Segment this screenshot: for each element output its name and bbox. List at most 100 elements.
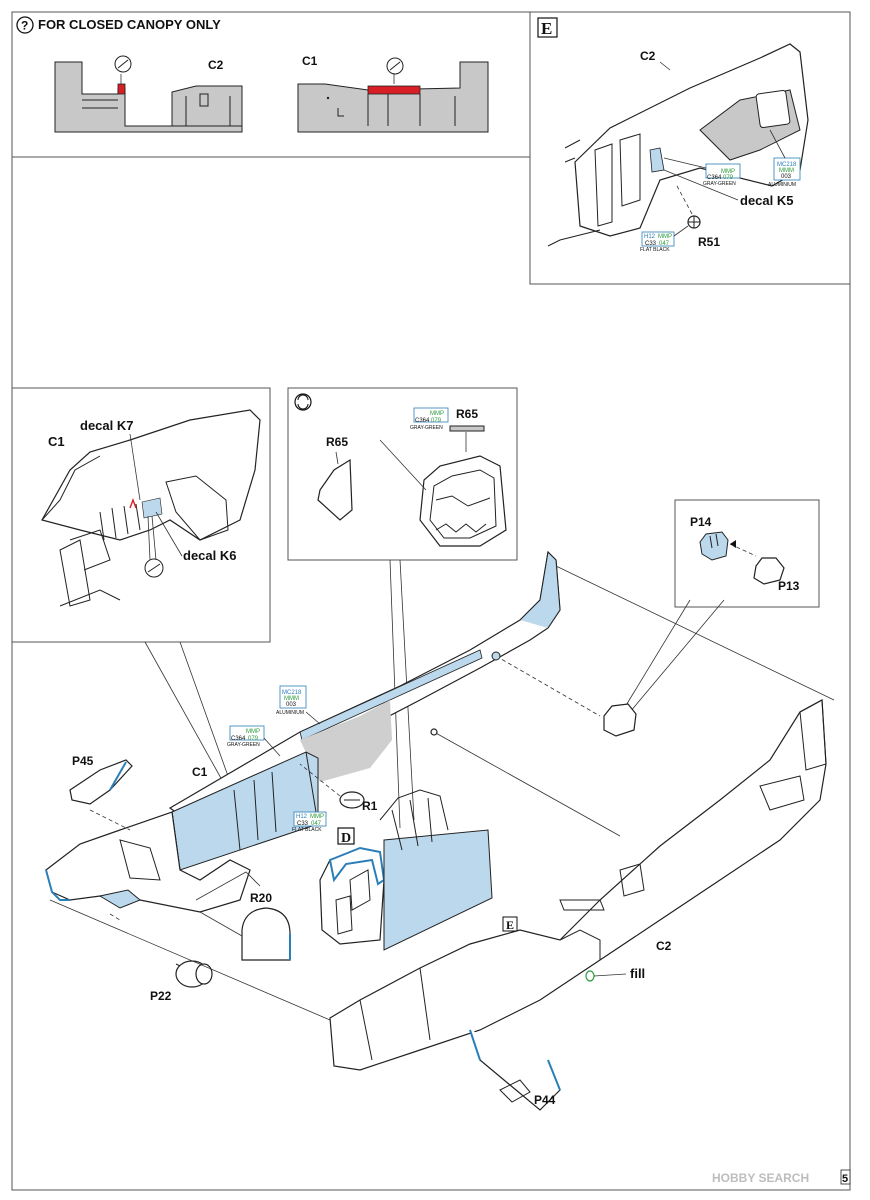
red-mark-c1 xyxy=(367,85,421,95)
red-mark-c2 xyxy=(117,83,126,95)
upper-fuselage-rail xyxy=(168,550,561,823)
svg-text:003: 003 xyxy=(781,174,792,180)
question-circle-icon xyxy=(16,16,34,34)
section-e-r51-part xyxy=(675,183,701,229)
section-e-c2-label: C2 xyxy=(640,49,656,63)
p14-part xyxy=(699,531,729,561)
detail-p14-p13: P14 P13 xyxy=(621,499,820,713)
ref-d-badge xyxy=(337,827,355,845)
svg-text:079: 079 xyxy=(248,736,259,742)
r20-part xyxy=(241,907,291,961)
svg-text:C364: C364 xyxy=(415,418,430,424)
svg-text:ALUMINIUM: ALUMINIUM xyxy=(276,710,304,716)
p14-label: P14 xyxy=(690,515,712,529)
r51-label: R51 xyxy=(698,235,720,249)
svg-text:047: 047 xyxy=(659,241,670,247)
p45-label: P45 xyxy=(72,754,94,768)
svg-text:H12: H12 xyxy=(296,814,308,820)
tail-fin xyxy=(799,699,827,771)
r65-label-b: R65 xyxy=(456,407,478,421)
p13-part xyxy=(753,557,785,585)
ref-d-letter: D xyxy=(341,831,351,846)
svg-text:MMP: MMP xyxy=(246,729,260,735)
section-e-paint-gray-green: MMP 079 C364 GRAY-GREEN xyxy=(663,157,741,187)
svg-text:C33: C33 xyxy=(645,241,657,247)
decal-k5-label: decal K5 xyxy=(740,193,793,208)
fill-label: fill xyxy=(630,966,645,981)
question-mark: ? xyxy=(21,19,28,33)
svg-text:C364: C364 xyxy=(707,175,722,181)
footer: HOBBY SEARCH 5 xyxy=(712,1169,851,1185)
svg-text:079: 079 xyxy=(723,175,734,181)
svg-text:047: 047 xyxy=(311,821,322,827)
r65-label-a: R65 xyxy=(326,435,348,449)
detail-left-c1-part xyxy=(41,409,261,541)
detail-left-c1-label: C1 xyxy=(48,434,65,449)
ref-e-badge xyxy=(502,916,518,932)
seat-armour xyxy=(419,455,507,547)
svg-text:MMM: MMM xyxy=(284,696,299,702)
p22-label: P22 xyxy=(150,989,172,1003)
svg-text:MMP: MMP xyxy=(430,411,444,417)
page-number: 5 xyxy=(842,1173,848,1185)
canopy-note: ? FOR CLOSED CANOPY ONLY xyxy=(16,16,221,34)
canopy-note-text: FOR CLOSED CANOPY ONLY xyxy=(38,17,221,32)
main-assembly: MC218 MMM 003 ALUMINIUM MMP 079 C364 GRA… xyxy=(45,550,835,1111)
r65-part-a xyxy=(317,458,353,521)
option-swap-icon xyxy=(294,393,312,411)
detail-mid-paint-gray-green: MMP 079 C364 GRAY-GREEN xyxy=(410,407,449,431)
detail-c1-label: C1 xyxy=(302,54,318,68)
detail-c2-closed: C2 xyxy=(54,55,243,133)
watermark-text: HOBBY SEARCH xyxy=(712,1171,809,1185)
ref-e-letter: E xyxy=(506,918,514,932)
nose-cowl xyxy=(45,811,251,913)
svg-text:079: 079 xyxy=(431,418,442,424)
svg-text:FLAT BLACK: FLAT BLACK xyxy=(292,827,322,833)
r1-part xyxy=(299,763,365,809)
svg-text:MMP: MMP xyxy=(310,814,324,820)
section-e-badge xyxy=(537,17,558,38)
detail-r65-option: R65 R65 MMP 079 C364 GRAY-GREEN xyxy=(287,387,518,561)
svg-text:MMP: MMP xyxy=(721,169,735,175)
main-paint-aluminium: MC218 MMM 003 ALUMINIUM xyxy=(276,685,321,725)
canopy-shadow xyxy=(300,700,392,782)
main-c2-label: C2 xyxy=(656,939,672,953)
section-e: E C2 MMP 079 C364 GRAY-GREEN MC218 MMM 0… xyxy=(537,17,809,253)
detail-mid-frame xyxy=(287,387,518,561)
svg-text:MC218: MC218 xyxy=(282,690,302,696)
r65-rail xyxy=(449,425,485,432)
cockpit-side-panel xyxy=(383,829,493,951)
section-e-letter: E xyxy=(541,19,552,38)
svg-text:GRAY-GREEN: GRAY-GREEN xyxy=(410,425,443,431)
r20-label: R20 xyxy=(250,891,272,905)
svg-text:C33: C33 xyxy=(297,821,309,827)
svg-text:003: 003 xyxy=(286,702,297,708)
detail-decals-k6-k7: C1 decal K7 decal K6 xyxy=(12,387,271,643)
section-e-paint-aluminium: MC218 MMM 003 ALUMINIUM xyxy=(768,129,801,188)
decal-k7-label: decal K7 xyxy=(80,418,133,433)
main-c1-label: C1 xyxy=(192,765,208,779)
svg-text:FLAT BLACK: FLAT BLACK xyxy=(640,247,670,253)
svg-text:MMP: MMP xyxy=(658,234,672,240)
svg-text:MMM: MMM xyxy=(779,168,794,174)
section-e-paint-flat-black: H12 MMP C33 047 FLAT BLACK xyxy=(640,225,689,253)
svg-text:C364: C364 xyxy=(231,736,246,742)
p13-label: P13 xyxy=(778,579,800,593)
svg-text:GRAY-GREEN: GRAY-GREEN xyxy=(227,742,260,748)
p44-label: P44 xyxy=(534,1093,556,1107)
svg-text:GRAY-GREEN: GRAY-GREEN xyxy=(703,181,736,187)
detail-c2-label: C2 xyxy=(208,58,224,72)
svg-text:MC218: MC218 xyxy=(777,162,797,168)
decal-k6-label: decal K6 xyxy=(183,548,236,563)
canopy-note-frame xyxy=(11,11,531,158)
fill-marker xyxy=(585,970,595,982)
p45-part xyxy=(69,759,133,805)
detail-left-frame xyxy=(12,387,271,643)
detail-c1-closed: C1 xyxy=(297,54,489,133)
svg-text:H12: H12 xyxy=(644,234,656,240)
section-e-frame xyxy=(529,11,851,285)
svg-text:ALUMINIUM: ALUMINIUM xyxy=(768,182,796,188)
detail-right-frame xyxy=(674,499,820,608)
decal-k7-mark xyxy=(129,498,137,509)
